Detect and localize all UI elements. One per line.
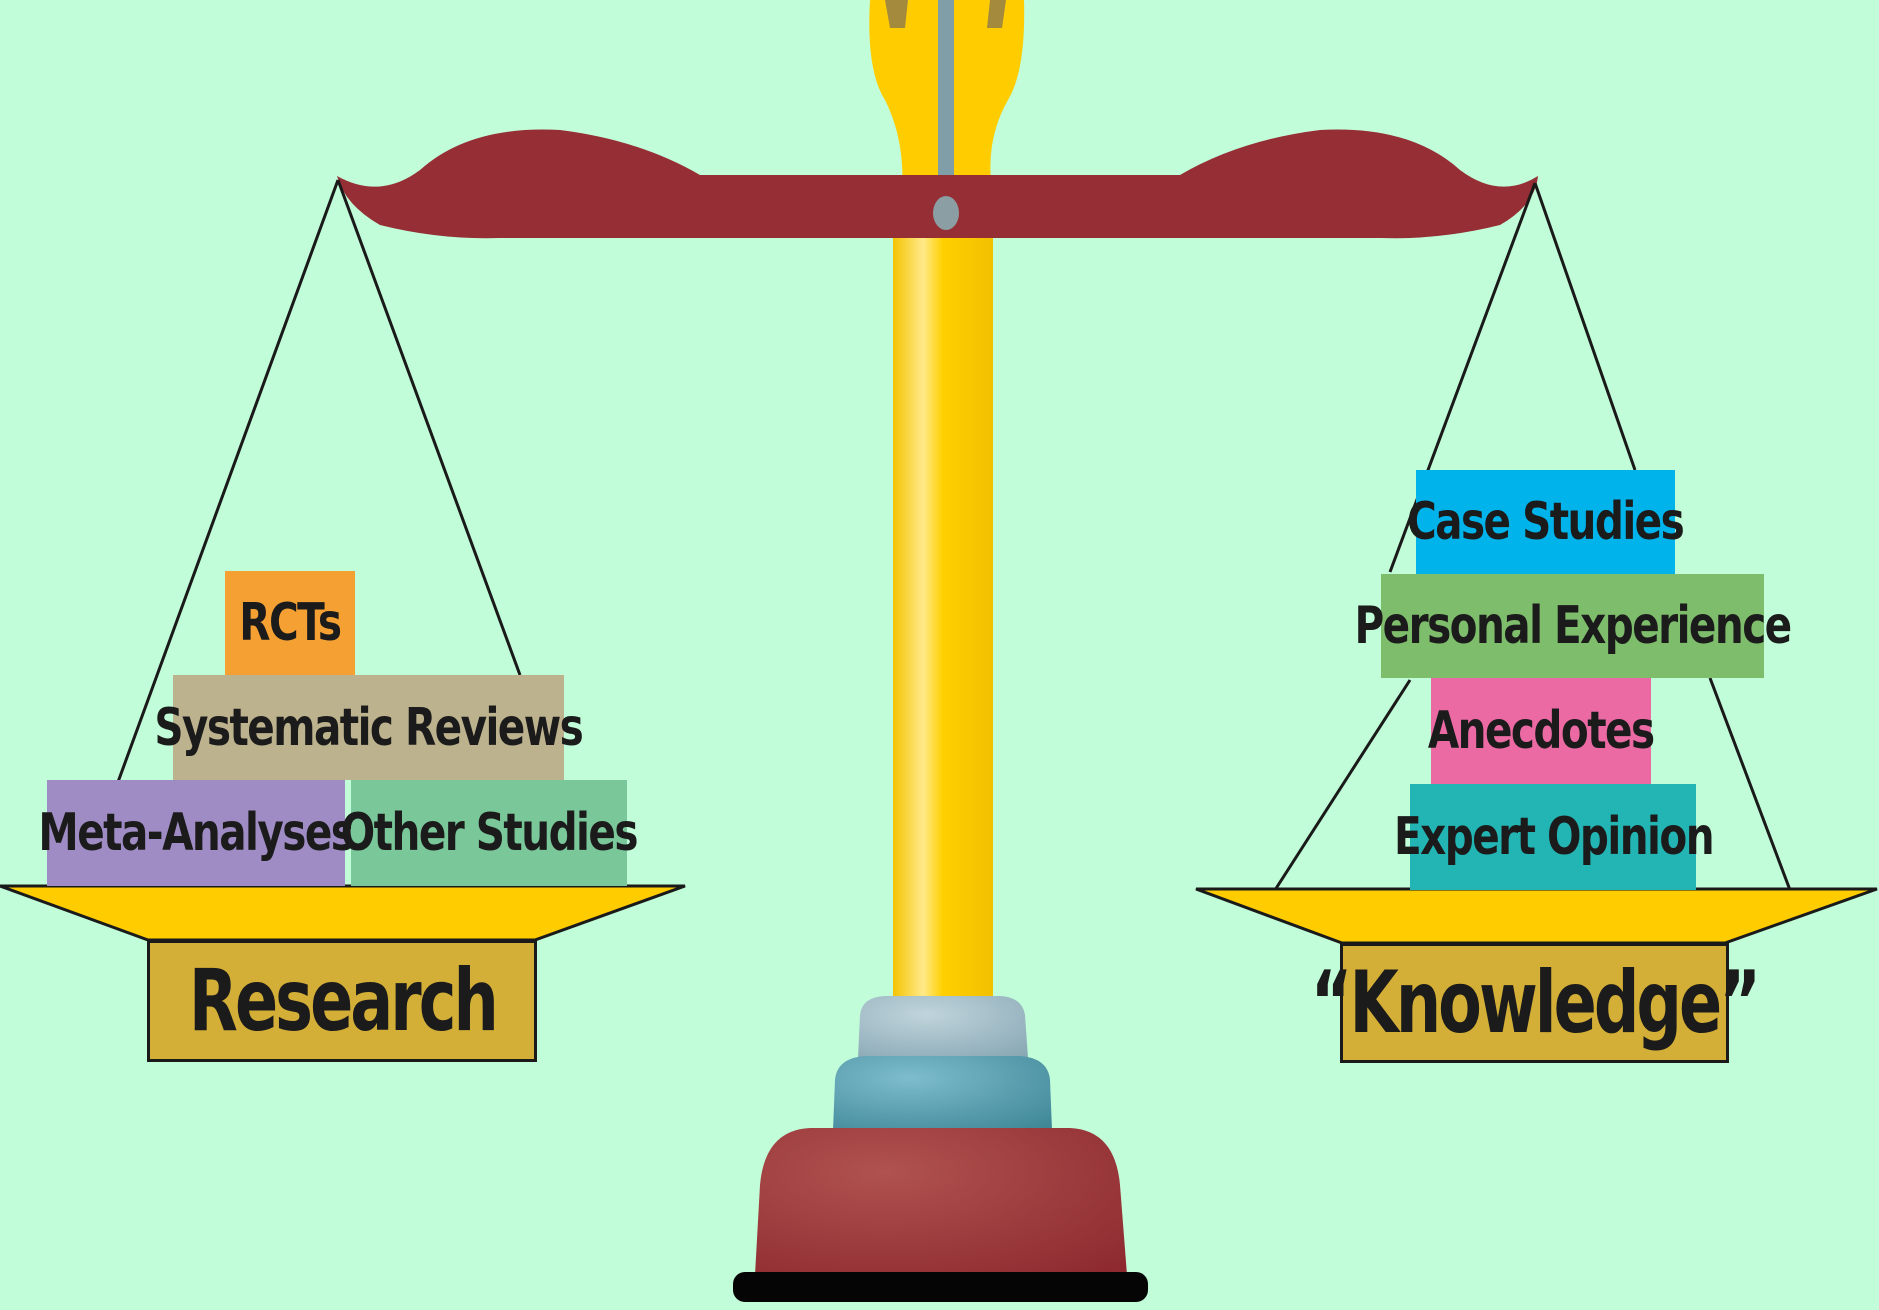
block-rcts: RCTs bbox=[225, 571, 355, 675]
block-systematic-reviews: Systematic Reviews bbox=[155, 675, 584, 780]
block-personal-experience-label: Personal Experience bbox=[1354, 596, 1792, 656]
block-meta-analyses: Meta-Analyses bbox=[39, 780, 355, 886]
knowledge-label: “Knowledge” bbox=[1310, 953, 1761, 1053]
block-anecdotes-label: Anecdotes bbox=[1428, 701, 1655, 761]
block-other-studies-label: Other Studies bbox=[340, 803, 639, 863]
block-case-studies-label: Case Studies bbox=[1407, 492, 1685, 552]
block-other-studies: Other Studies bbox=[341, 780, 639, 886]
left-pan bbox=[0, 884, 686, 942]
block-anecdotes: Anecdotes bbox=[1428, 678, 1655, 784]
research-label-plate: Research bbox=[147, 940, 537, 1062]
block-personal-experience: Personal Experience bbox=[1354, 574, 1792, 678]
block-meta-analyses-label: Meta-Analyses bbox=[38, 803, 356, 863]
scale-base bbox=[733, 996, 1148, 1302]
right-pan-chains bbox=[1273, 182, 1792, 891]
scale-beam bbox=[337, 129, 1538, 239]
block-expert-opinion: Expert Opinion bbox=[1393, 784, 1714, 890]
left-pan-chains bbox=[116, 179, 522, 783]
block-systematic-reviews-label: Systematic Reviews bbox=[154, 697, 584, 758]
scale-pillar bbox=[893, 200, 993, 1010]
knowledge-label-plate: “Knowledge” bbox=[1311, 943, 1761, 1063]
beam-pivot bbox=[933, 196, 959, 230]
right-pan bbox=[1195, 887, 1878, 945]
scale-top-finial bbox=[869, 0, 1025, 190]
block-case-studies: Case Studies bbox=[1407, 470, 1685, 574]
block-expert-opinion-label: Expert Opinion bbox=[1393, 807, 1714, 867]
block-rcts-label: RCTs bbox=[239, 593, 342, 653]
research-label: Research bbox=[188, 951, 499, 1051]
